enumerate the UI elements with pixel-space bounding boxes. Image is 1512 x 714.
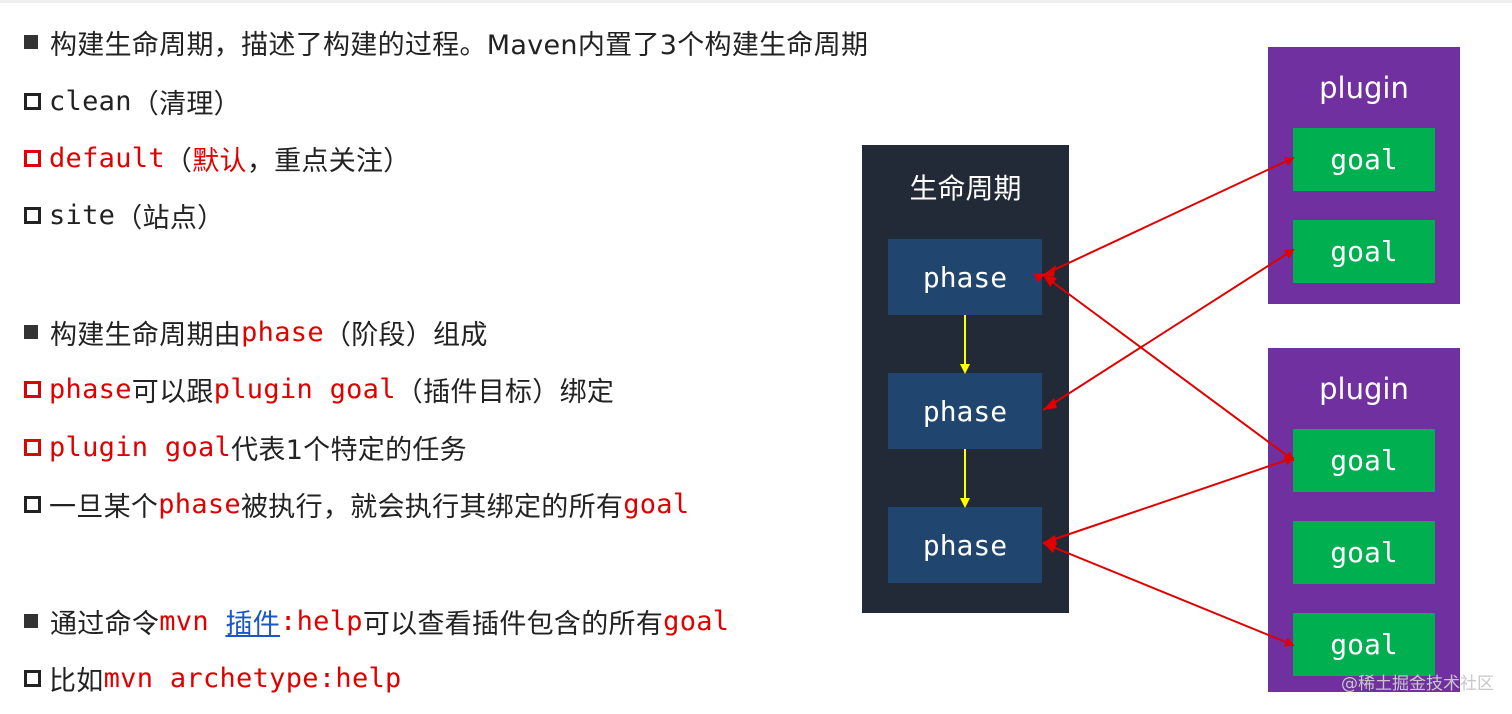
goal-keyword: goal (663, 605, 730, 637)
mvn-keyword: mvn (159, 605, 226, 637)
line-lifecycle-intro: 构建生命周期，描述了构建的过程。Maven内置了3个构建生命周期 (24, 22, 868, 62)
lifecycle-title: 生命周期 (909, 172, 1022, 205)
square-bullet-icon (24, 325, 38, 339)
hollow-square-bullet-icon (24, 438, 41, 456)
goal-box: goal (1293, 429, 1435, 492)
binding-text-b: 可以跟 (131, 376, 214, 408)
goal-box: goal (1293, 521, 1435, 584)
default-desc: ，重点关注） (246, 145, 411, 177)
binding-arrow (1042, 274, 1295, 462)
help-text-e: 可以查看插件包含的所有 (362, 608, 664, 640)
binding-text-d: （插件目标）绑定 (395, 376, 615, 408)
phase-box-3: phase (888, 507, 1042, 583)
hollow-square-bullet-icon (24, 92, 41, 110)
binding-arrow (1042, 542, 1295, 647)
site-keyword: site (49, 199, 116, 231)
binding-arrowhead (1043, 265, 1056, 277)
plugin-box-2: plugin goal goal goal (1268, 348, 1460, 692)
phase-keyword: phase (49, 373, 132, 405)
line-site: site （站点） (24, 195, 224, 235)
line-plugin-goal: plugin goal 代表1个特定的任务 (24, 427, 467, 467)
site-desc: （站点） (115, 202, 225, 234)
hollow-square-bullet-icon (24, 149, 41, 167)
phase-keyword: phase (241, 316, 324, 348)
line-mvn-help: 通过命令 mvn 插件 :help 可以查看插件包含的所有 goal (24, 601, 729, 641)
top-divider (0, 0, 1512, 3)
goal-keyword: goal (623, 488, 690, 520)
line-phase-intro: 构建生命周期由 phase （阶段）组成 (24, 312, 488, 352)
goal-box: goal (1293, 220, 1435, 283)
plugin-goal-desc: 代表1个特定的任务 (231, 434, 467, 466)
default-label: 默认 (192, 145, 247, 177)
hollow-square-bullet-icon (24, 206, 41, 224)
example-label: 比如 (49, 665, 104, 697)
plugin-title: plugin (1319, 71, 1409, 105)
phase-box-2: phase (888, 373, 1042, 449)
plugin-link[interactable]: 插件 (225, 608, 281, 640)
exec-text-c: 被执行，就会执行其绑定的所有 (240, 491, 624, 523)
binding-arrowhead (1043, 543, 1057, 553)
phase-intro-c: （阶段）组成 (323, 319, 488, 351)
line-phase-exec: 一旦某个 phase 被执行，就会执行其绑定的所有 goal (24, 484, 689, 524)
square-bullet-icon (24, 35, 38, 49)
help-text-a: 通过命令 (50, 608, 160, 640)
line-default: default （ 默认 ，重点关注） (24, 138, 411, 178)
binding-arrow (1042, 455, 1295, 544)
goal-box: goal (1293, 128, 1435, 191)
phase-keyword: phase (158, 488, 241, 520)
default-keyword: default (49, 142, 165, 174)
watermark: @稀土掘金技术社区 (1341, 674, 1494, 694)
line-example: 比如 mvn archetype:help (24, 658, 402, 698)
square-bullet-icon (24, 614, 38, 628)
hollow-square-bullet-icon (24, 669, 41, 687)
clean-keyword: clean (49, 85, 132, 117)
goal-box: goal (1293, 613, 1435, 676)
intro-text: 构建生命周期，描述了构建的过程。Maven内置了3个构建生命周期 (50, 29, 869, 61)
default-paren-open: （ (164, 145, 193, 177)
plugin-goal-keyword: plugin goal (49, 431, 232, 463)
help-keyword: :help (280, 605, 363, 637)
binding-arrowhead (1043, 275, 1057, 287)
binding-arrowhead (1043, 398, 1057, 410)
plugin-goal-keyword: plugin goal (213, 373, 396, 405)
example-command: mvn archetype:help (103, 662, 402, 694)
binding-arrowhead (1043, 535, 1057, 545)
binding-arrow (1033, 156, 1295, 283)
phase-box-1: phase (888, 239, 1042, 315)
exec-text-a: 一旦某个 (49, 491, 159, 523)
clean-desc: （清理） (131, 88, 241, 120)
hollow-square-bullet-icon (24, 380, 41, 398)
plugin-title: plugin (1319, 372, 1409, 406)
plugin-box-1: plugin goal goal (1268, 47, 1460, 304)
hollow-square-bullet-icon (24, 495, 41, 513)
phase-intro-a: 构建生命周期由 (50, 319, 242, 351)
binding-arrow (1042, 248, 1295, 411)
line-clean: clean （清理） (24, 81, 241, 121)
line-phase-binding: phase 可以跟 plugin goal （插件目标）绑定 (24, 369, 614, 409)
